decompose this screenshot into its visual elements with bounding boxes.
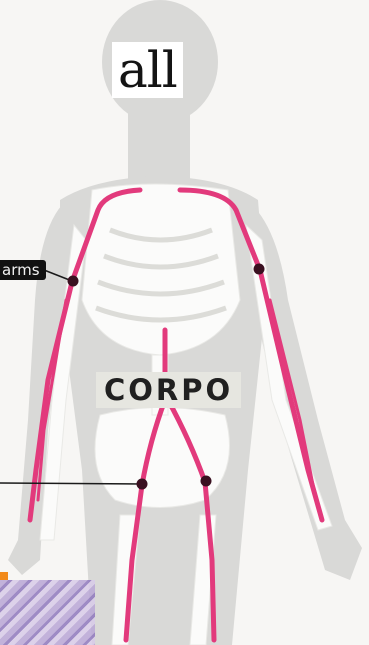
- title-label: all: [112, 42, 183, 98]
- corner-texture-image: [0, 580, 95, 645]
- marker-arm-right: [254, 264, 265, 275]
- corner-color-spot: [0, 572, 8, 580]
- marker-hip-right: [201, 476, 212, 487]
- marker-arm-left: [68, 276, 79, 287]
- callout-arms-label: arms: [0, 260, 46, 280]
- corpo-label: CORPO: [96, 372, 241, 408]
- marker-hip-left: [137, 479, 148, 490]
